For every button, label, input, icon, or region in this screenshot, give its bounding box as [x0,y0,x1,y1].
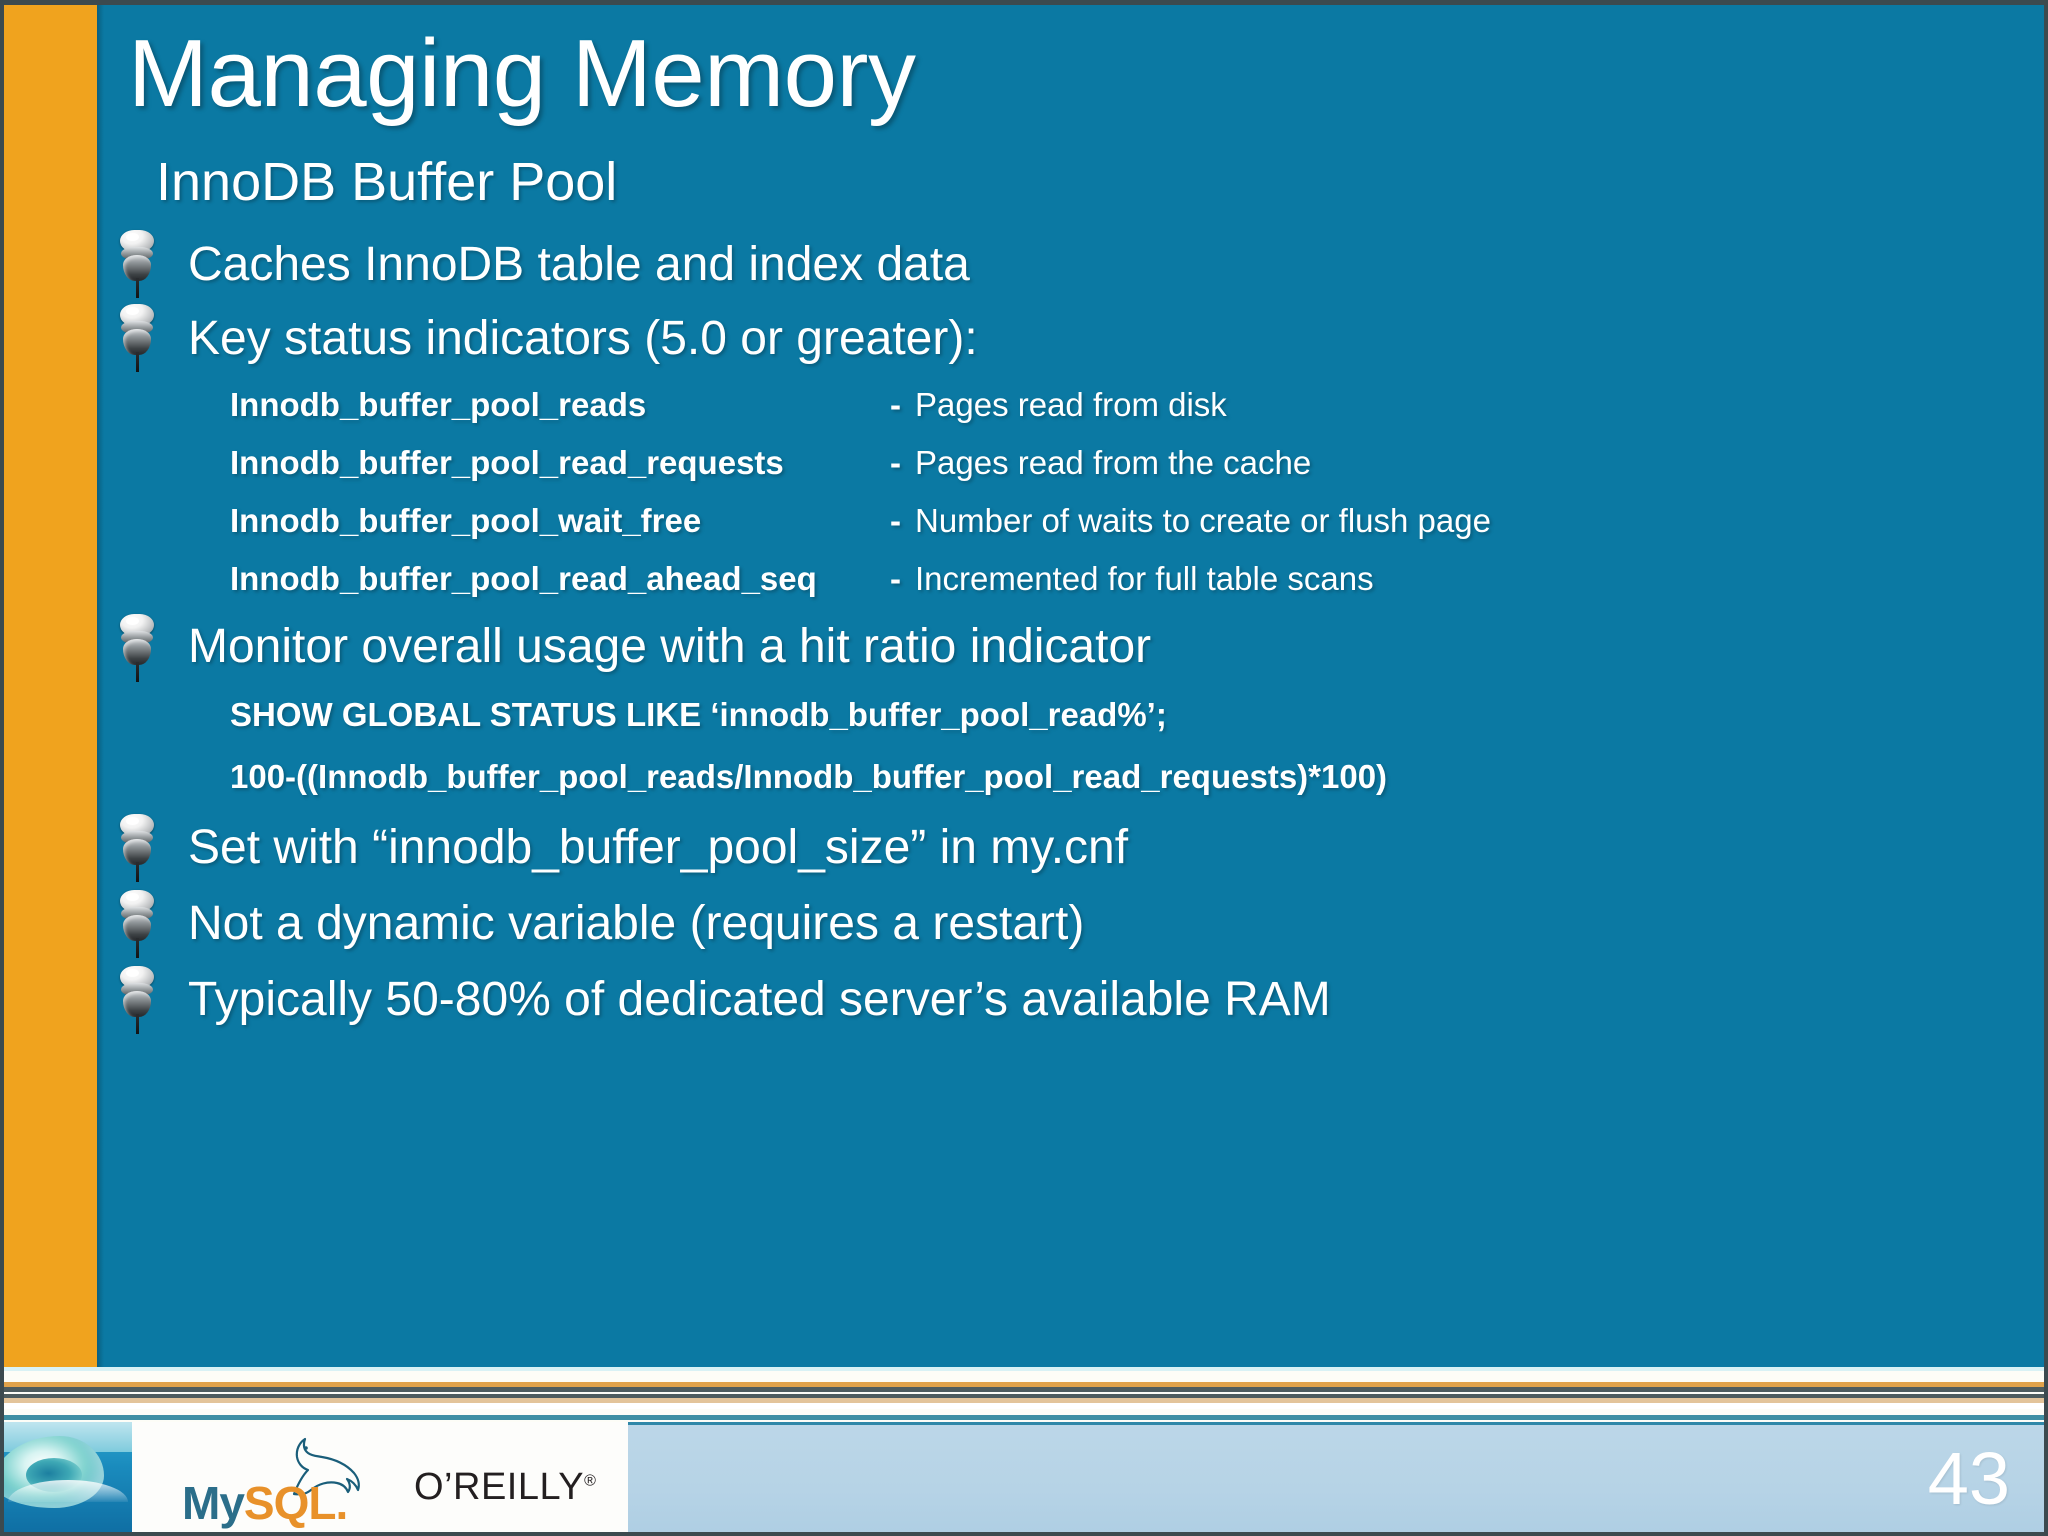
list-item: Typically 50-80% of dedicated server’s a… [0,962,2048,1038]
indicator-name: Innodb_buffer_pool_reads [230,386,647,423]
mysql-wordmark-sql: SQL [243,1477,337,1529]
bullet-label: Key status indicators (5.0 or greater): [188,312,978,365]
indicator-description: Incremented for full table scans [915,560,1374,597]
footer-stripe-divider [0,1367,2048,1422]
list-item: Monitor overall usage with a hit ratio i… [0,608,2048,686]
slide-edge-top [0,0,2048,5]
code-row: 100-((Innodb_buffer_pool_reads/Innodb_bu… [0,748,2048,810]
code-row: SHOW GLOBAL STATUS LIKE ‘innodb_buffer_p… [0,686,2048,748]
indicator-description: Pages read from the cache [915,444,1312,481]
slide-edge-right [2044,0,2048,1536]
slide-edge-left [0,0,4,1536]
footer-top-rule [0,1422,2048,1425]
oreilly-wordmark: O’REILLY [414,1466,585,1508]
page-title: Managing Memory [128,20,916,127]
mysql-logo: MySQL. [180,1436,390,1528]
indicator-dash: - [890,502,901,539]
indicator-dash: - [890,444,901,481]
slide-footer: MySQL. O’REILLY® 43 [0,1422,2048,1536]
indicator-row: Innodb_buffer_pool_wait_free - Number of… [0,492,2048,550]
page-subtitle: InnoDB Buffer Pool [156,152,618,212]
left-accent-band [4,5,97,1367]
pushpin-bullet-icon [112,890,164,960]
indicator-dash: - [890,560,901,597]
code-line-hit-ratio-formula: 100-((Innodb_buffer_pool_reads/Innodb_bu… [230,758,1388,795]
indicator-row: Innodb_buffer_pool_read_ahead_seq - Incr… [0,550,2048,608]
list-item: Set with “innodb_buffer_pool_size” in my… [0,810,2048,886]
list-item: Caches InnoDB table and index data [0,228,2048,302]
pushpin-bullet-icon [112,814,164,884]
list-item: Not a dynamic variable (requires a resta… [0,886,2048,962]
bullet-label: Typically 50-80% of dedicated server’s a… [188,973,1331,1026]
slide-body-background [104,5,2044,1367]
indicator-row: Innodb_buffer_pool_read_requests - Pages… [0,434,2048,492]
indicator-description: Pages read from disk [915,386,1227,423]
pushpin-bullet-icon [112,966,164,1036]
pushpin-bullet-icon [112,614,164,684]
pushpin-bullet-icon [112,304,164,374]
bullet-label: Monitor overall usage with a hit ratio i… [188,620,1152,673]
footer-logo-panel: MySQL. O’REILLY® [132,1422,628,1534]
left-accent-band-shadow [97,5,104,1367]
indicator-description: Number of waits to create or flush page [915,502,1491,539]
page-number: 43 [1927,1437,2010,1520]
mysql-wordmark-my: My [182,1477,245,1529]
indicator-dash: - [890,386,901,423]
indicator-name: Innodb_buffer_pool_read_ahead_seq [230,560,817,597]
oreilly-logo: O’REILLY® [414,1466,596,1509]
indicator-name: Innodb_buffer_pool_read_requests [230,444,784,481]
pushpin-bullet-icon [112,230,164,300]
oreilly-trademark: ® [584,1472,597,1490]
mysql-wordmark-dot: . [335,1477,348,1529]
mysql-wordmark: MySQL. [182,1477,348,1529]
wave-photo [4,1422,132,1534]
bullet-list: Caches InnoDB table and index data Key s… [0,228,2048,1038]
bullet-label: Caches InnoDB table and index data [188,238,970,291]
bullet-label: Set with “innodb_buffer_pool_size” in my… [188,821,1129,874]
indicator-name: Innodb_buffer_pool_wait_free [230,502,702,539]
list-item: Key status indicators (5.0 or greater): [0,302,2048,376]
bullet-label: Not a dynamic variable (requires a resta… [188,897,1085,950]
code-line-show-status: SHOW GLOBAL STATUS LIKE ‘innodb_buffer_p… [230,696,1167,733]
indicator-row: Innodb_buffer_pool_reads - Pages read fr… [0,376,2048,434]
footer-bottom-rule [0,1532,2048,1536]
dolphin-icon [292,1437,360,1496]
